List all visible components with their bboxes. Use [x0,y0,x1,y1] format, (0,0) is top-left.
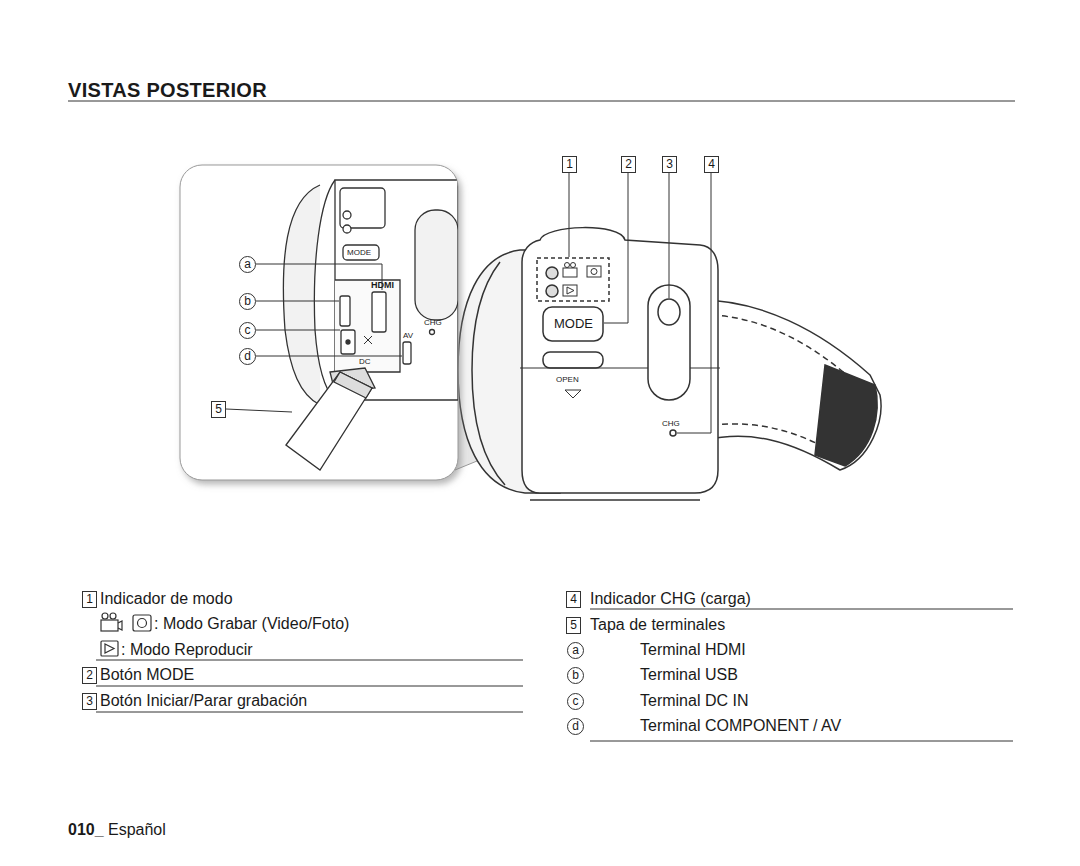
port-label: DC [359,357,371,366]
item-text: Indicador CHG (carga) [590,589,751,609]
page-title: VISTAS POSTERIOR [68,78,267,102]
item-text: Botón Iniciar/Parar grabación [100,691,307,711]
mode-button [543,307,603,341]
callout-letter: a [239,256,256,273]
callout-number: 4 [566,591,581,608]
callout-letter: c [567,693,584,710]
hand-strap [700,300,881,470]
led-label: CHG [662,419,680,428]
led-label: CHG [424,318,442,327]
record-button [648,285,690,400]
item-text: : Modo Grabar (Video/Foto) [154,614,349,634]
port-label: HDMI [371,280,394,290]
item-text: Tapa de terminales [590,615,725,635]
item-text: Indicador de modo [100,589,233,609]
chg-led [670,430,676,436]
callout-letter: a [567,642,584,659]
item-text: Terminal HDMI [640,640,746,660]
port-label: AV [403,331,413,340]
callout-number: 3 [82,693,97,710]
inset-leaders [226,264,402,412]
leader-lines [569,172,711,433]
inset-closeup [283,180,458,470]
item-text: Botón MODE [100,665,194,685]
callout-number: 1 [82,591,97,608]
button-label: MODE [347,248,371,257]
callout-number: 3 [662,156,677,173]
callout-letter: c [239,322,256,339]
callout-number: 4 [704,156,719,173]
callout-letter: b [239,293,256,310]
item-text: : Modo Reproducir [121,640,253,660]
item-text: Terminal USB [640,665,738,685]
callout-number: 2 [621,156,636,173]
callout-number: 2 [82,667,97,684]
button-label: MODE [554,316,593,331]
camcorder-body [458,228,720,500]
callout-number: 1 [562,156,577,173]
row-rules [96,609,1013,741]
page-language: Español [108,820,166,840]
cover-label: OPEN [556,375,579,384]
callout-letter: b [567,667,584,684]
callout-number: 5 [211,401,226,418]
callout-number: 5 [566,617,581,634]
page-number: 010_ [68,820,104,840]
callout-letter: d [567,718,584,735]
item-text: Terminal COMPONENT / AV [640,716,841,736]
item-text: Terminal DC IN [640,691,748,711]
callout-letter: d [239,348,256,365]
inset-panel [180,165,458,480]
